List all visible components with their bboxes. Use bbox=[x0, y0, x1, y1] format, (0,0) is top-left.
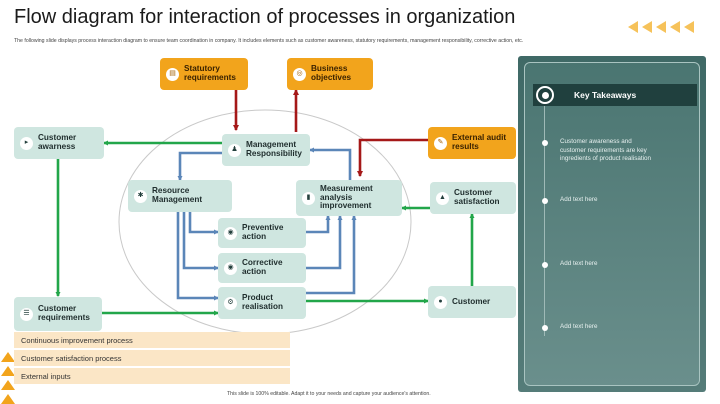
record-icon bbox=[536, 86, 554, 104]
arrow-resource-to-product bbox=[176, 212, 219, 301]
key-takeaways-title: Key Takeaways bbox=[574, 90, 637, 100]
page-title: Flow diagram for interaction of processe… bbox=[14, 6, 516, 28]
wrench-icon: ◉ bbox=[224, 261, 237, 275]
node-external-audit-results: ✎ External audit results bbox=[428, 127, 516, 159]
list-icon: ☰ bbox=[20, 307, 33, 321]
node-label: Corrective action bbox=[242, 258, 283, 276]
takeaway-bullet bbox=[542, 325, 548, 331]
legend-external-inputs: External inputs bbox=[14, 368, 290, 384]
legend-label: External inputs bbox=[21, 371, 71, 381]
timeline-line bbox=[544, 106, 545, 336]
legend-label: Customer satisfaction process bbox=[21, 353, 122, 363]
footer-note: This slide is 100% editable. Adapt it to… bbox=[227, 391, 431, 397]
node-customer-awareness: ▸ Customer awarness bbox=[14, 127, 104, 159]
arrow-measurement-to-management bbox=[309, 147, 352, 180]
settings-icon: ✱ bbox=[134, 189, 147, 203]
key-takeaways-frame bbox=[524, 62, 700, 386]
page-subtitle: The following slide displays process int… bbox=[14, 38, 524, 44]
node-business-objectives: ◎ Business objectives bbox=[287, 58, 373, 90]
arrow-resource-to-preventive bbox=[188, 212, 219, 235]
node-measurement-analysis-improvement: ▮ Measurement analysis improvement bbox=[296, 180, 402, 216]
node-management-responsibility: ♟ Management Responsibility bbox=[222, 134, 310, 166]
people-icon: ♟ bbox=[228, 143, 241, 157]
chart-icon: ▮ bbox=[302, 191, 315, 205]
node-label: Customer satisfaction bbox=[454, 188, 500, 206]
node-customer-satisfaction: ▲ Customer satisfaction bbox=[430, 182, 516, 214]
arrow-corrective-to-measurement bbox=[306, 215, 343, 270]
person-icon: ● bbox=[434, 295, 447, 309]
arrow-product-to-measurement bbox=[306, 215, 357, 295]
node-product-realisation: ⚙ Product realisation bbox=[218, 287, 306, 319]
node-label: Customer requirements bbox=[38, 304, 90, 322]
node-corrective-action: ◉ Corrective action bbox=[218, 253, 306, 283]
takeaway-item: Customer awareness and customer requirem… bbox=[560, 138, 652, 162]
node-resource-management: ✱ Resource Management bbox=[128, 180, 232, 212]
takeaway-item: Add text here bbox=[560, 196, 598, 203]
node-label: Customer awarness bbox=[38, 133, 77, 151]
node-label: Product realisation bbox=[242, 293, 283, 311]
node-label: External audit results bbox=[452, 133, 507, 151]
thumbs-up-icon: ▲ bbox=[436, 191, 449, 205]
legend-label: Continuous improvement process bbox=[21, 335, 133, 345]
node-label: Preventive action bbox=[242, 223, 284, 241]
node-label: Statutory requirements bbox=[184, 64, 236, 82]
node-label: Management Responsibility bbox=[246, 140, 302, 158]
legend-customer-satisfaction: Customer satisfaction process bbox=[14, 350, 290, 366]
shield-icon: ◉ bbox=[224, 226, 237, 240]
arrow-audit-to-measurement bbox=[357, 138, 428, 177]
arrow-resource-to-corrective bbox=[182, 212, 219, 271]
node-customer: ● Customer bbox=[428, 286, 516, 318]
takeaway-bullet bbox=[542, 140, 548, 146]
takeaway-bullet bbox=[542, 262, 548, 268]
arrow-management-to-resource bbox=[177, 151, 222, 181]
node-preventive-action: ◉ Preventive action bbox=[218, 218, 306, 248]
takeaway-item: Add text here bbox=[560, 323, 598, 330]
gear-icon: ⚙ bbox=[224, 296, 237, 310]
target-icon: ◎ bbox=[293, 67, 306, 81]
decorative-arrows-top bbox=[628, 21, 694, 33]
legend-continuous-improvement: Continuous improvement process bbox=[14, 332, 290, 348]
megaphone-icon: ▸ bbox=[20, 136, 33, 150]
key-takeaways-header bbox=[533, 84, 697, 106]
node-label: Business objectives bbox=[311, 64, 352, 82]
node-label: Customer bbox=[452, 296, 491, 306]
node-customer-requirements: ☰ Customer requirements bbox=[14, 297, 102, 331]
node-label: Measurement analysis improvement bbox=[320, 184, 373, 211]
node-label: Resource Management bbox=[152, 186, 203, 204]
node-statutory-requirements: ▤ Statutory requirements bbox=[160, 58, 248, 90]
clipboard-icon: ✎ bbox=[434, 136, 447, 150]
document-icon: ▤ bbox=[166, 67, 179, 81]
arrow-preventive-to-measurement bbox=[306, 215, 331, 234]
decorative-arrows-left bbox=[1, 352, 15, 404]
takeaway-bullet bbox=[542, 198, 548, 204]
takeaway-item: Add text here bbox=[560, 260, 598, 267]
